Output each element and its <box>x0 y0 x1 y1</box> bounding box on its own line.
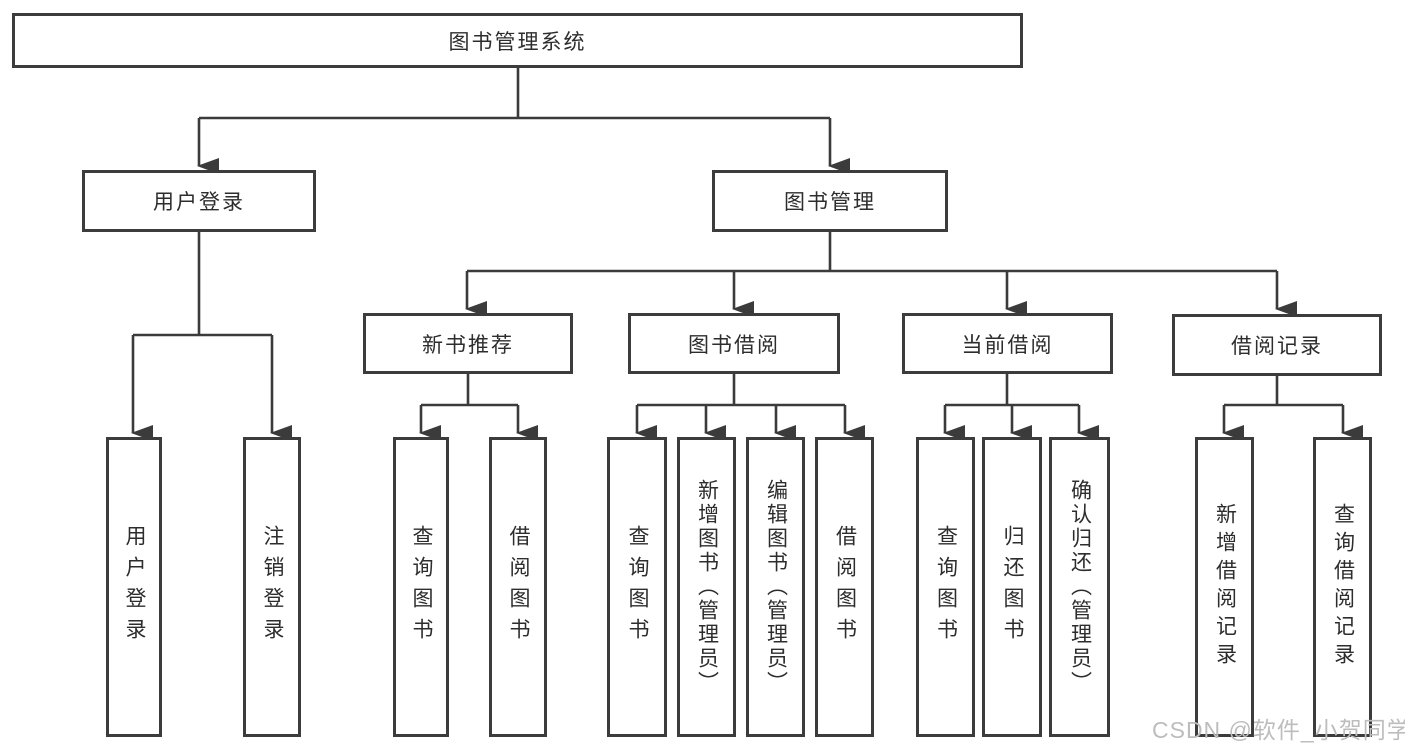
leaf-return-books: 归还图书 <box>982 437 1042 737</box>
watermark-text: CSDN @软件_小贺同学 <box>1152 717 1405 743</box>
leaf-query-books-borrowing: 查询图书 <box>607 437 667 737</box>
leaf-logout: 注销登录 <box>243 437 301 737</box>
node-book-management: 图书管理 <box>712 170 948 232</box>
leaf-edit-books-admin: 编辑图书（管理员） <box>746 437 805 737</box>
leaf-borrow-books-borrowing: 借阅图书 <box>815 437 874 737</box>
leaf-confirm-return-admin: 确认归还（管理员） <box>1049 437 1110 737</box>
leaf-add-borrow-record: 新增借阅记录 <box>1195 437 1254 737</box>
leaf-borrow-books-recommend: 借阅图书 <box>489 437 547 737</box>
leaf-add-books-admin: 新增图书（管理员） <box>677 437 736 737</box>
node-root-library-system: 图书管理系统 <box>12 13 1023 68</box>
leaf-query-books-current: 查询图书 <box>916 437 975 737</box>
node-borrow-records: 借阅记录 <box>1172 314 1382 376</box>
leaf-user-login: 用户登录 <box>106 437 162 737</box>
leaf-query-books-recommend: 查询图书 <box>393 437 449 737</box>
node-new-book-recommendation: 新书推荐 <box>363 313 573 374</box>
node-book-borrowing: 图书借阅 <box>628 313 840 374</box>
leaf-query-borrow-record: 查询借阅记录 <box>1313 437 1372 737</box>
node-user-login: 用户登录 <box>82 170 316 232</box>
node-current-borrowing: 当前借阅 <box>902 313 1113 374</box>
